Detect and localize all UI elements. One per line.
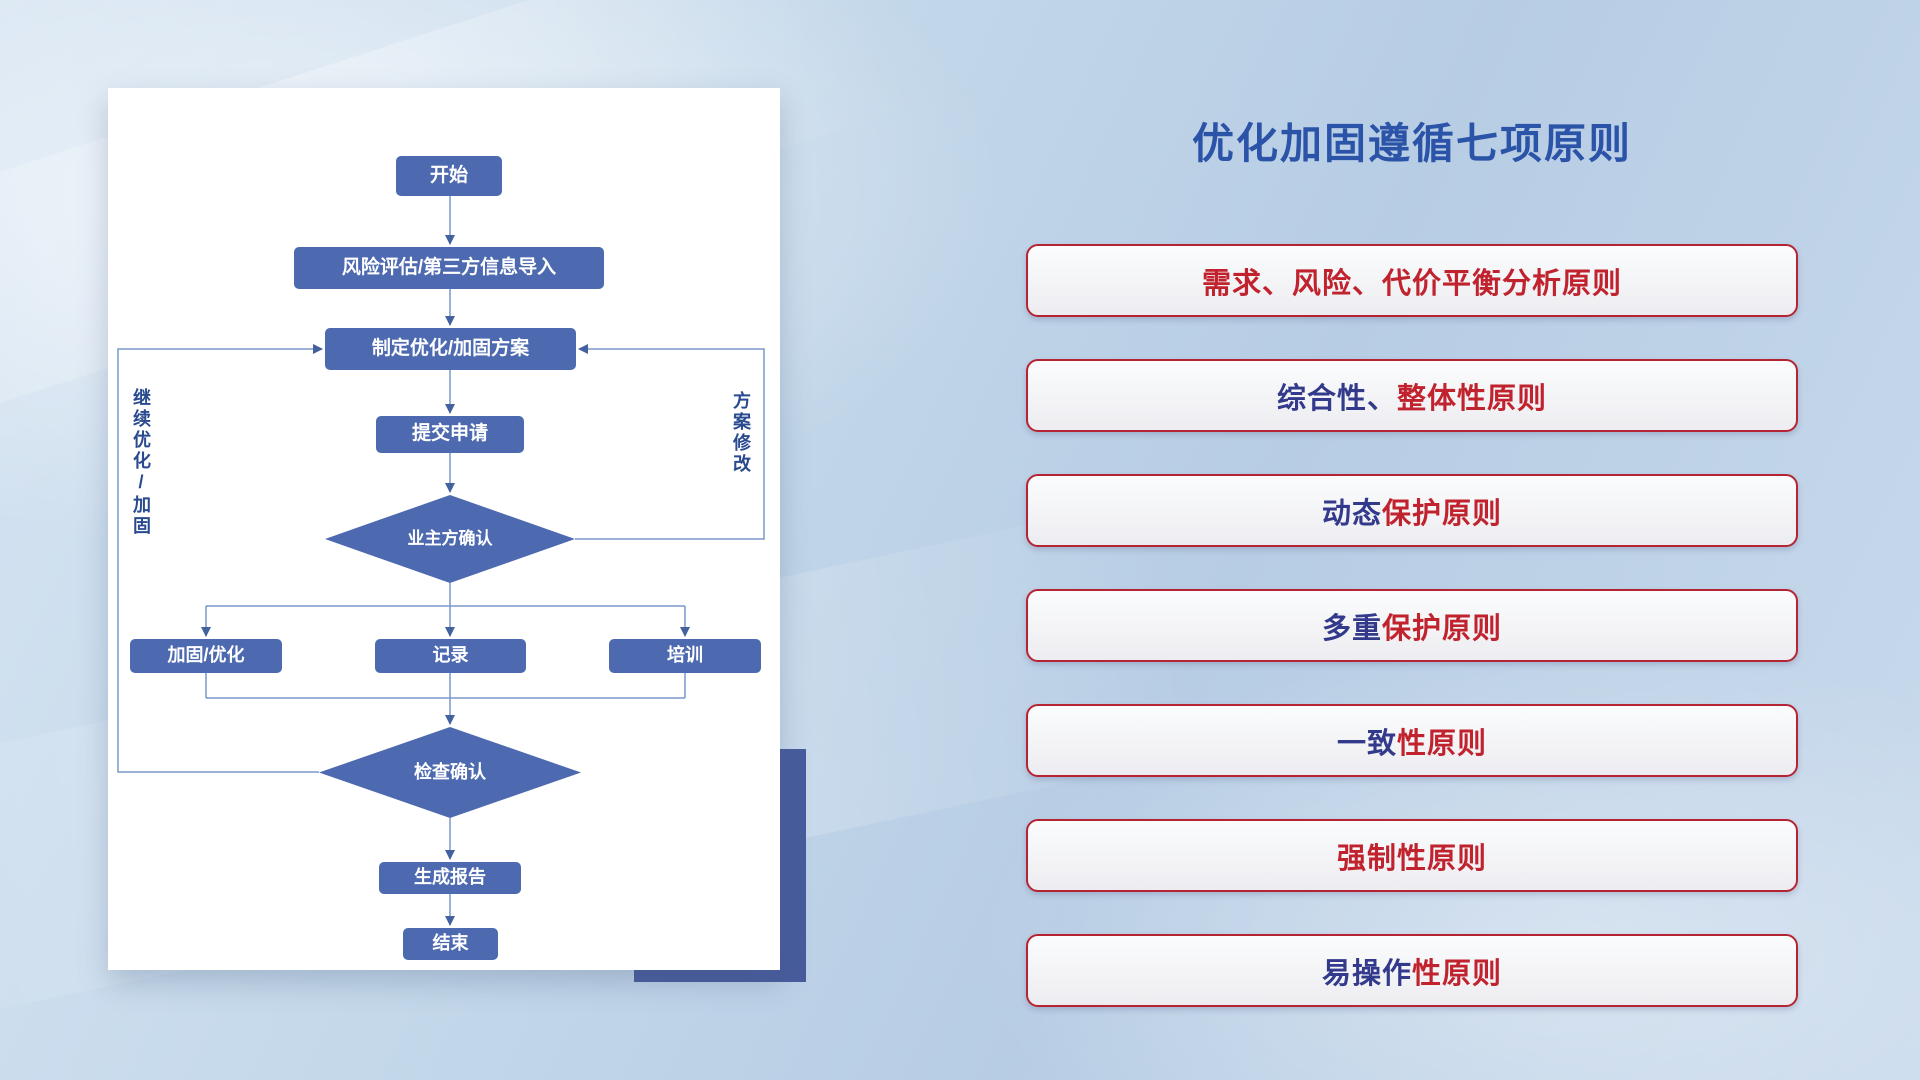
principle-text-suffix: 需求、风险、代价平衡分析原则 xyxy=(1201,267,1622,300)
connector-lines xyxy=(117,196,765,926)
principle-text-prefix: 多重 xyxy=(1321,612,1382,645)
flow-node-start: 开始 xyxy=(396,156,502,196)
loop-label-continue-optimize: 继续优化/加固 xyxy=(131,388,151,537)
principle-text-prefix: 一致 xyxy=(1336,727,1397,760)
principle-text-prefix: 易操作 xyxy=(1321,957,1412,990)
principles-list: 需求、风险、代价平衡分析原则 综合性、整体性原则 动态保护原则 多重保护原则 一… xyxy=(1026,244,1798,1007)
flowchart-connectors xyxy=(117,196,765,926)
principles-panel: 优化加固遵循七项原则 需求、风险、代价平衡分析原则 综合性、整体性原则 动态保护… xyxy=(1026,0,1798,1080)
principle-text-prefix: 综合性、 xyxy=(1276,382,1397,415)
principle-item-6: 强制性原则 xyxy=(1026,819,1798,892)
principle-text-suffix: 保护原则 xyxy=(1382,612,1503,645)
flow-node-end: 结束 xyxy=(403,928,498,960)
flow-node-submit: 提交申请 xyxy=(376,416,524,453)
flow-node-reinforce: 加固/优化 xyxy=(130,639,282,673)
principle-item-4: 多重保护原则 xyxy=(1026,589,1798,662)
loop-label-plan-revision: 方案修改 xyxy=(731,391,751,475)
principle-text-prefix: 动态 xyxy=(1321,497,1382,530)
principle-item-5: 一致性原则 xyxy=(1026,704,1798,777)
principle-text-suffix: 整体性原则 xyxy=(1397,382,1548,415)
principle-text-suffix: 性原则 xyxy=(1397,727,1488,760)
principle-text-suffix: 性原则 xyxy=(1412,957,1503,990)
flow-node-training: 培训 xyxy=(609,639,761,673)
page-title: 优化加固遵循七项原则 xyxy=(1191,120,1632,167)
flow-node-report: 生成报告 xyxy=(379,862,521,894)
flowchart-card: 开始 风险评估/第三方信息导入 制定优化/加固方案 提交申请 业主方确认 加固/… xyxy=(108,88,780,970)
flow-node-risk-import: 风险评估/第三方信息导入 xyxy=(294,247,604,289)
principle-text-suffix: 保护原则 xyxy=(1382,497,1503,530)
principle-item-7: 易操作性原则 xyxy=(1026,934,1798,1007)
principle-text-suffix: 强制性原则 xyxy=(1336,842,1487,875)
principle-item-2: 综合性、整体性原则 xyxy=(1026,359,1798,432)
flow-node-record: 记录 xyxy=(375,639,526,673)
principle-item-1: 需求、风险、代价平衡分析原则 xyxy=(1026,244,1798,317)
principle-item-3: 动态保护原则 xyxy=(1026,474,1798,547)
flow-node-make-plan: 制定优化/加固方案 xyxy=(325,328,576,370)
